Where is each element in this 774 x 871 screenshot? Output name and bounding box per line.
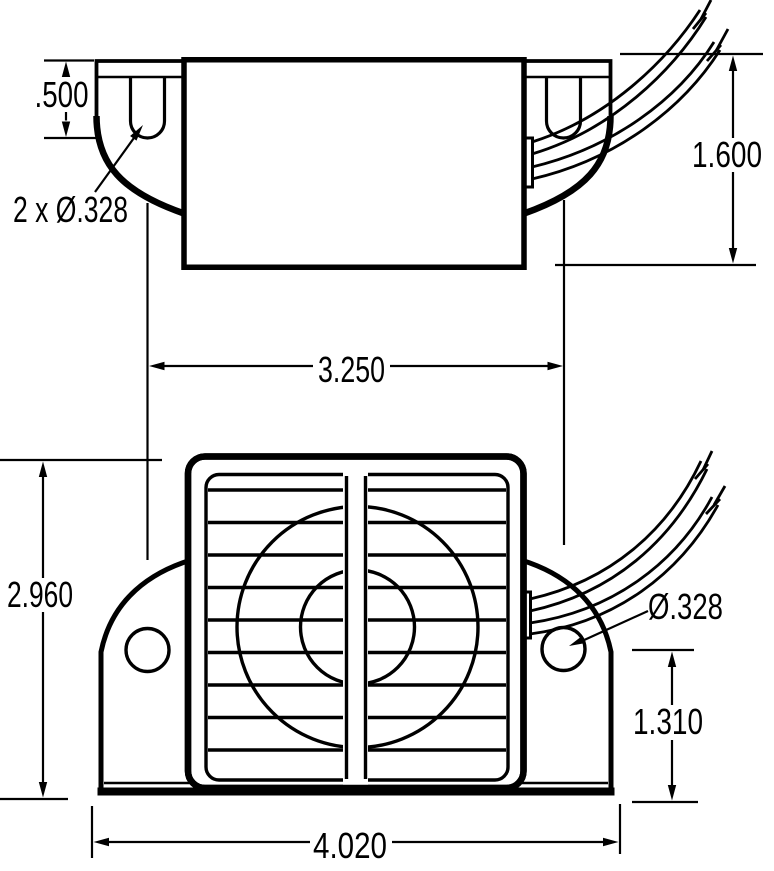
- dim-flange-height-label: .500: [35, 74, 89, 115]
- mounting-hole-right: [540, 625, 587, 673]
- front-view: [97, 450, 727, 796]
- mounting-hole-left: [124, 626, 171, 674]
- speaker-grille: [184, 453, 527, 792]
- dim-overall-height-label: 2.960: [7, 574, 73, 615]
- dimension-annotations: .500 2 x Ø.328 1.600 3.250 2.960: [0, 52, 763, 866]
- top-view: [93, 0, 730, 270]
- top-wires: [531, 0, 730, 181]
- dimension-overall-height: 2.960: [0, 458, 162, 801]
- dimension-flange-height: .500: [35, 59, 96, 140]
- top-left-flange-curve: [93, 115, 186, 217]
- dimension-overall-width: 4.020: [90, 804, 622, 866]
- dimension-slot-callout: 2 x Ø.328: [13, 125, 143, 230]
- dim-slot-spacing-label: 3.250: [318, 349, 385, 390]
- grille-center-divider-edges: [344, 476, 368, 779]
- dim-hole-callout-label: Ø.328: [648, 586, 723, 627]
- top-body: [181, 57, 527, 270]
- top-right-flange-curve: [522, 115, 614, 217]
- dim-hole-to-base-label: 1.310: [633, 701, 703, 742]
- dimension-hole-to-base: 1.310: [632, 648, 703, 804]
- dimension-hole-callout: Ø.328: [569, 586, 723, 646]
- mounting-slot-right: [544, 77, 583, 140]
- front-wires: [529, 450, 727, 636]
- dimension-slot-spacing: 3.250: [146, 200, 566, 560]
- dim-overall-width-label: 4.020: [313, 825, 387, 866]
- grille-outer-frame-overstroke: [184, 453, 527, 792]
- dimension-body-height: 1.600: [555, 52, 763, 267]
- dim-body-height-label: 1.600: [692, 134, 762, 175]
- dim-slot-callout-label: 2 x Ø.328: [13, 189, 128, 230]
- mounting-slot-left: [128, 77, 167, 140]
